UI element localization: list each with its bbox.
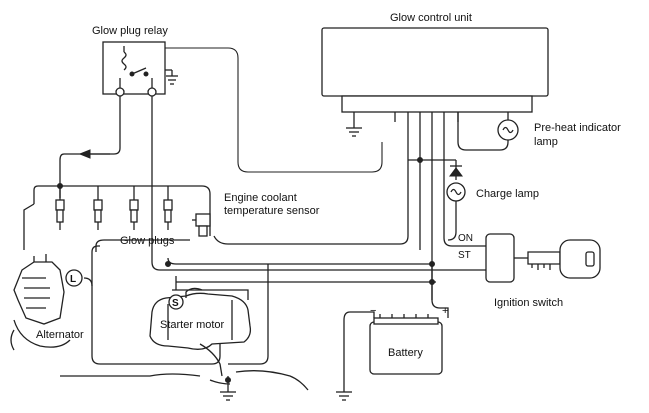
coolant-temperature-sensor [192, 213, 211, 237]
glow-plug-3 [129, 199, 139, 230]
glow-control-unit [321, 27, 549, 122]
relay-ground-symbol [165, 69, 178, 85]
diode [449, 165, 463, 177]
ignition-key-icon [527, 239, 601, 279]
ignition-switch [485, 233, 528, 283]
preheat-indicator-lamp [497, 112, 519, 141]
preheat-lamp-label-line1: Pre-heat indicator [534, 122, 621, 134]
glow-plugs-label: Glow plugs [120, 235, 175, 247]
ignition-switch-label: Ignition switch [494, 297, 563, 309]
glow-plug-relay-label: Glow plug relay [92, 25, 168, 37]
glow-plug-2 [93, 199, 103, 230]
coolant-sensor-label-line1: Engine coolant [224, 192, 297, 204]
alternator-label: Alternator [36, 329, 84, 341]
alternator [10, 254, 71, 351]
battery-label: Battery [388, 347, 423, 359]
preheat-lamp-label-line2: lamp [534, 136, 558, 148]
ignition-on-terminal: ON [458, 233, 473, 244]
battery-plus-terminal: + [442, 305, 448, 317]
starter-s-terminal: S [172, 298, 179, 309]
arrow-head [78, 149, 91, 159]
relay-terminal-left [115, 87, 125, 97]
glow-control-unit-label: Glow control unit [390, 12, 472, 24]
starter-s-terminal-circle [168, 294, 184, 310]
battery-ground-symbol [336, 391, 352, 401]
glow-plug-1 [55, 199, 65, 230]
coolant-sensor-label-line2: temperature sensor [224, 205, 320, 217]
battery [369, 314, 443, 375]
starter-motor-label: Starter motor [160, 319, 225, 331]
battery-minus-terminal: − [370, 305, 376, 317]
alternator-l-terminal: L [70, 274, 76, 285]
engine-block-outline [60, 343, 309, 391]
ignition-st-terminal: ST [458, 250, 471, 261]
charge-lamp [446, 182, 466, 202]
charge-lamp-label: Charge lamp [476, 188, 539, 200]
glow-plug-relay [102, 41, 166, 95]
gcu-ground-symbol [346, 112, 362, 137]
relay-terminal-right [147, 87, 157, 97]
alternator-l-terminal-circle [65, 269, 83, 287]
wiring-harness [23, 47, 509, 392]
glow-plug-4 [163, 199, 173, 230]
